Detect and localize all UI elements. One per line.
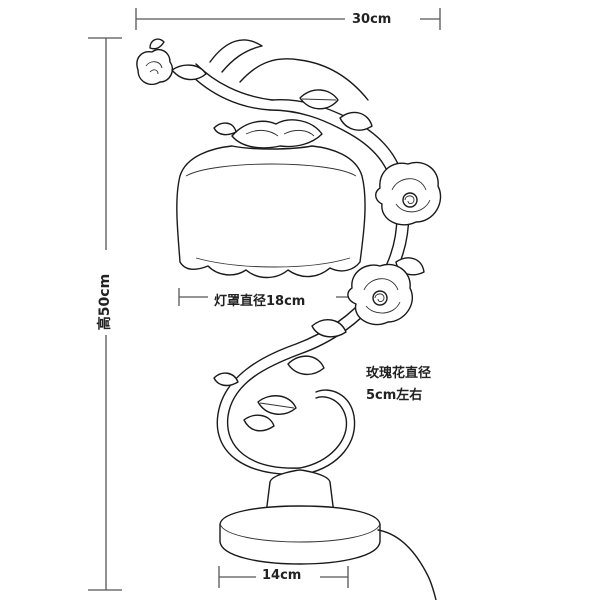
width-dimension-line: [135, 8, 441, 30]
width-label: 30cm: [350, 12, 394, 27]
rose-upper: [375, 161, 442, 226]
power-cord: [377, 529, 437, 600]
lamp-base: [219, 469, 381, 565]
rose-lower: [347, 263, 413, 326]
glass-shade: [176, 145, 366, 279]
shade-diameter-label: 灯罩直径18cm: [212, 290, 308, 309]
base-width-label: 14cm: [260, 568, 304, 583]
top-rose-bud: [136, 38, 207, 86]
rose-diameter-label: 玫瑰花直径: [364, 362, 434, 381]
height-dimension-line: [88, 37, 122, 591]
shade-collar: [213, 119, 323, 149]
height-label: 高50cm: [94, 271, 115, 333]
base-dimension-line: [218, 566, 349, 588]
rose-diameter-value-label: 5cm左右: [364, 384, 425, 403]
